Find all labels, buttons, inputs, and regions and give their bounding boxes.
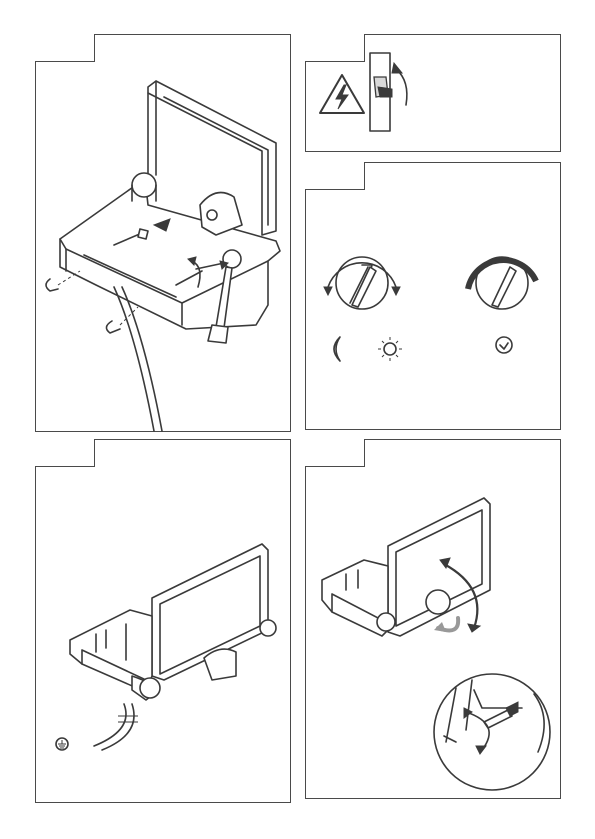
confirm-icon	[496, 337, 512, 353]
adjust-dial-right	[468, 257, 536, 309]
circuit-breaker-icon	[370, 53, 407, 131]
clip-icon	[106, 321, 120, 333]
grounding-illustration	[36, 440, 292, 804]
night-mode-icon	[334, 337, 340, 361]
mounting-illustration	[36, 35, 292, 433]
ground-icon	[56, 738, 68, 750]
panel-mounting	[35, 34, 291, 432]
detail-zoom	[434, 674, 550, 790]
electric-shock-warning-icon	[320, 75, 364, 113]
power-off-illustration	[306, 35, 562, 153]
panel-dial-settings	[305, 162, 561, 430]
panel-tilt-adjust	[305, 439, 561, 799]
panel-power-off	[305, 34, 561, 152]
tilt-illustration	[306, 440, 562, 800]
dial-illustration	[306, 163, 562, 431]
panel-grounding	[35, 439, 291, 803]
day-mode-icon	[378, 337, 402, 361]
adjust-dial-left	[324, 257, 400, 309]
clip-icon	[46, 279, 58, 291]
